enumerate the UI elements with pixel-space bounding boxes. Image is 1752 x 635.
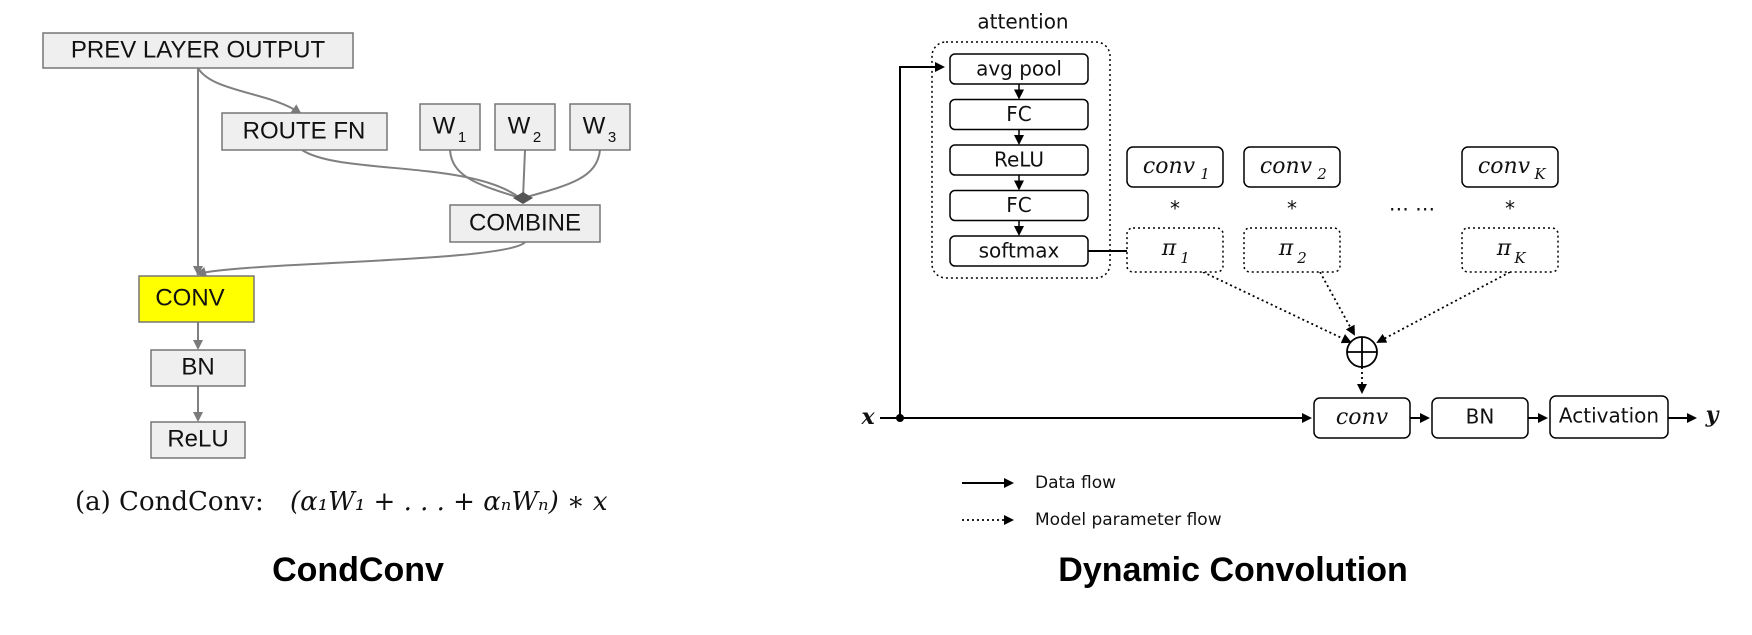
condconv-diagram: PREV LAYER OUTPUT ROUTE FN W 1 W 2 W 3 C… xyxy=(42,32,631,589)
sum-node xyxy=(1346,336,1378,368)
edge-w2-to-combine xyxy=(522,149,526,199)
node-bn-label: BN xyxy=(181,353,214,380)
kernel-subscript: K xyxy=(1533,165,1546,183)
kernel-ellipsis: … … xyxy=(1389,192,1435,216)
edge-prev-to-route xyxy=(197,67,302,115)
attention-weight-symbol: π xyxy=(1161,236,1177,261)
edge-route-to-combine xyxy=(301,149,521,199)
kernel-op: * xyxy=(1505,197,1515,221)
edge-w1-to-combine xyxy=(449,149,521,199)
attention-block-label: ReLU xyxy=(994,148,1044,172)
attention-weight-box xyxy=(1461,227,1559,273)
attention-weight-subscript: K xyxy=(1513,249,1526,267)
edge-piK-to-sum xyxy=(1376,271,1511,343)
node-w3-label: W xyxy=(583,112,606,139)
input-x-label: x xyxy=(860,404,875,430)
node-w1: W 1 xyxy=(419,103,481,151)
node-route-fn: ROUTE FN xyxy=(221,112,388,151)
input-branch-dot xyxy=(896,414,904,422)
bn-block-label: BN xyxy=(1466,405,1495,429)
node-conv: CONV xyxy=(138,275,255,323)
attention-block-label: softmax xyxy=(979,239,1060,263)
node-w2: W 2 xyxy=(494,103,556,151)
attention-label: attention xyxy=(977,10,1068,34)
activation-block-label: Activation xyxy=(1559,404,1659,428)
attention-weight-symbol: π xyxy=(1496,236,1512,261)
attention-block-2: ReLU xyxy=(949,144,1089,176)
kernel-box xyxy=(1461,146,1559,188)
dynconv-data-edges xyxy=(880,62,1697,423)
attention-weight-box xyxy=(1126,227,1224,273)
kernel-subscript: 1 xyxy=(1200,165,1210,183)
attention-block-label: avg pool xyxy=(976,57,1062,81)
node-combine: COMBINE xyxy=(449,204,601,243)
conv-block-label: conv xyxy=(1336,405,1389,430)
node-w2-subscript: 2 xyxy=(533,129,541,146)
attention-weight-box xyxy=(1243,227,1341,273)
node-w2-label: W xyxy=(508,112,531,139)
legend-param-flow-label: Model parameter flow xyxy=(1035,510,1222,530)
kernel-op: * xyxy=(1287,197,1297,221)
edge-pi2-to-sum xyxy=(1319,271,1355,336)
attention-block-1: FC xyxy=(949,98,1089,131)
attention-weight-subscript: 2 xyxy=(1296,249,1307,267)
attention-block-label: FC xyxy=(1006,102,1031,126)
legend: Data flow Model parameter flow xyxy=(962,473,1222,530)
kernel-subscript: 2 xyxy=(1316,165,1327,183)
edge-combine-to-conv xyxy=(196,241,526,277)
dynconv-title: Dynamic Convolution xyxy=(1058,551,1407,589)
node-conv-label: CONV xyxy=(155,284,224,311)
edge-input-to-attention xyxy=(899,62,945,418)
node-w3-subscript: 3 xyxy=(608,129,616,146)
node-prev-layer-output-label: PREV LAYER OUTPUT xyxy=(71,36,326,63)
edge-pi1-to-sum xyxy=(1202,271,1352,344)
attention-group-frame xyxy=(931,41,1111,279)
kernel-box xyxy=(1243,146,1341,188)
combine-junction-dot xyxy=(513,192,533,204)
attention-block-label: FC xyxy=(1006,193,1031,217)
legend-data-flow-label: Data flow xyxy=(1035,473,1116,493)
bn-block: BN xyxy=(1431,397,1529,439)
kernel-box xyxy=(1126,146,1224,188)
kernel-op: * xyxy=(1170,197,1180,221)
kernel-name: conv xyxy=(1478,154,1531,179)
node-w1-label: W xyxy=(433,112,456,139)
edge-w3-to-combine xyxy=(522,149,601,199)
conv-block: conv xyxy=(1313,397,1411,439)
attention-block-0: avg pool xyxy=(949,53,1089,85)
attention-weight-symbol: π xyxy=(1278,236,1294,261)
node-bn: BN xyxy=(150,349,246,387)
node-route-fn-label: ROUTE FN xyxy=(243,117,366,144)
dynconv-param-edges xyxy=(1202,271,1511,394)
node-combine-label: COMBINE xyxy=(469,209,581,236)
kernel-name: conv xyxy=(1260,154,1313,179)
condconv-title: CondConv xyxy=(272,551,444,589)
node-prev-layer-output: PREV LAYER OUTPUT xyxy=(42,32,354,69)
node-relu-label: ReLU xyxy=(167,425,228,452)
node-relu: ReLU xyxy=(150,421,246,459)
kernel-name: conv xyxy=(1143,154,1196,179)
node-w3: W 3 xyxy=(569,103,631,151)
attention-block-4: softmax xyxy=(949,235,1089,267)
output-y-label: y xyxy=(1705,402,1721,428)
node-w1-subscript: 1 xyxy=(458,129,466,146)
condconv-caption-formula: (α₁W₁ + . . . + αₙWₙ) ∗ x xyxy=(290,487,608,517)
condconv-edges xyxy=(193,67,601,422)
condconv-caption-prefix: (a) CondConv: xyxy=(75,487,264,517)
attention-block-3: FC xyxy=(949,189,1089,222)
attention-weight-subscript: 1 xyxy=(1180,249,1190,267)
activation-block: Activation xyxy=(1549,395,1669,439)
